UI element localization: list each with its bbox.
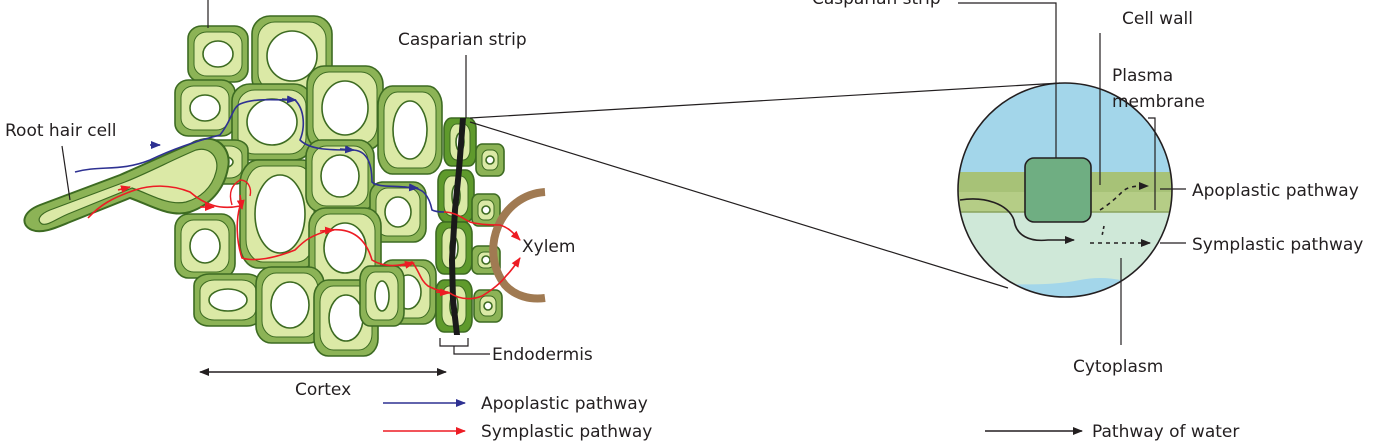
cortex-cell xyxy=(231,83,313,161)
cortex-cell xyxy=(174,79,236,137)
cortex-cell xyxy=(174,213,236,279)
plasma-membrane-label-line1: Plasma xyxy=(1112,66,1173,86)
cortex-label: Cortex xyxy=(295,380,351,400)
cytoplasm-label: Cytoplasm xyxy=(1073,357,1163,377)
endodermis-cell xyxy=(475,143,505,177)
symplastic-pathway-label-right: Symplastic pathway xyxy=(1192,235,1363,255)
plasma-membrane-label-line2: membrane xyxy=(1112,92,1205,112)
legend-apoplastic-label: Apoplastic pathway xyxy=(481,394,648,414)
cortex-cell xyxy=(377,85,443,175)
symplastic-pathway-line xyxy=(87,185,449,293)
root-hair-cell-label: Root hair cell xyxy=(5,121,116,141)
cortex-cell xyxy=(305,139,375,213)
cortex-cell xyxy=(306,65,384,151)
xylem-vessel xyxy=(489,188,546,303)
cortex-cell xyxy=(193,273,263,327)
endodermis-cell xyxy=(473,289,503,323)
casparian-strip-block xyxy=(1024,157,1092,223)
cortex-cell xyxy=(308,207,382,289)
endodermis-label: Endodermis xyxy=(492,345,593,365)
casparian-strip-label-right: Casparian strip xyxy=(812,0,941,9)
casparian-strip-label: Casparian strip xyxy=(398,30,527,50)
magnified-view: Casparian strip Cell wall Plasma membran… xyxy=(812,0,1363,377)
cell-wall-label: Cell wall xyxy=(1122,9,1193,29)
endodermis-cell xyxy=(471,193,501,227)
xylem-label: Xylem xyxy=(522,237,575,257)
casparian-strip-band xyxy=(449,118,466,335)
cortex-cell xyxy=(255,266,325,344)
cortex-cells xyxy=(174,15,443,357)
cortex-cell xyxy=(359,265,405,327)
root-cross-section: Root hair cell Casparian strip Xylem End… xyxy=(5,0,1061,400)
legend: Apoplastic pathway Symplastic pathway Pa… xyxy=(383,394,1239,442)
apoplastic-pathway-label-right: Apoplastic pathway xyxy=(1192,181,1359,201)
apoplastic-pathway-line xyxy=(74,98,445,213)
cortex-cell xyxy=(313,279,379,357)
cortex-cell xyxy=(369,181,427,243)
cortex-cell xyxy=(239,159,321,269)
legend-symplastic-label: Symplastic pathway xyxy=(481,422,652,442)
legend-water-label: Pathway of water xyxy=(1092,422,1239,442)
cortex-cell xyxy=(187,25,249,83)
cortex-cell xyxy=(251,15,333,97)
